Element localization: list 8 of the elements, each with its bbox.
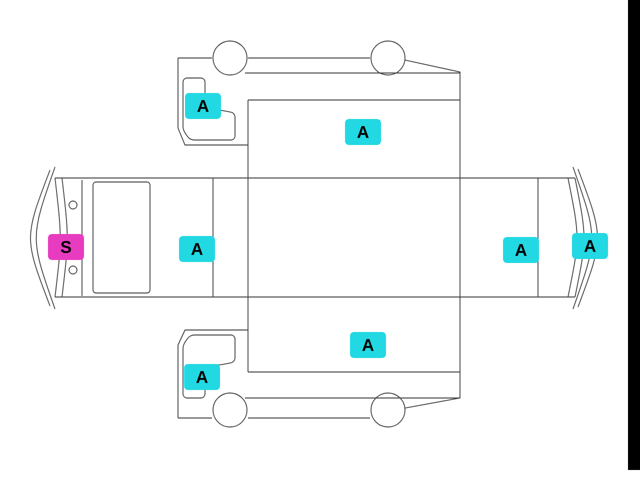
callout-badge: A bbox=[572, 233, 608, 259]
callout-badge: A bbox=[179, 236, 215, 262]
callout-badge: A bbox=[185, 93, 221, 119]
callout-badge: A bbox=[184, 364, 220, 390]
callout-badge: A bbox=[503, 237, 539, 263]
callout-badge: S bbox=[48, 234, 84, 260]
callout-badge: A bbox=[350, 332, 386, 358]
callout-badge: A bbox=[345, 119, 381, 145]
